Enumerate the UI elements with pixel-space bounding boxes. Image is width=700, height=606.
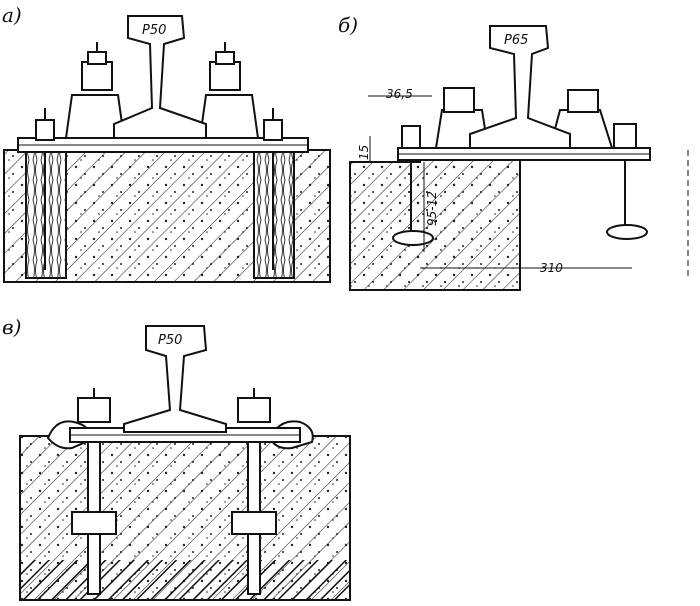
rail-type-label-v: P50 [158, 333, 182, 348]
anchor-nut-right-a [263, 119, 283, 141]
dim-label-310: 310 [540, 261, 563, 275]
clamp-nut-right-v [237, 397, 271, 423]
dim-label-95-12: 95-12 [425, 191, 439, 226]
rail-type-label-a: P50 [142, 23, 166, 38]
panel-a-label: а) [2, 3, 22, 27]
panel-v: в) P50 [2, 315, 351, 601]
anchor-nut-left-a [35, 119, 55, 141]
anchor-nut-left-b [401, 125, 421, 149]
panel-b: б) P65 36,5 15 95-12 310 [338, 13, 689, 291]
rail-b [469, 25, 571, 149]
sleeve-right-v [231, 511, 277, 535]
sleeve-left-v [71, 511, 117, 535]
concrete-base-v [20, 560, 350, 600]
panel-v-label: в) [2, 315, 21, 339]
clamp-nut-left-v [77, 397, 111, 423]
rail-a [113, 15, 207, 139]
anchor-washer-left-b [392, 230, 434, 246]
shoulder-left-a [64, 94, 126, 139]
panel-a: а) P50 [2, 3, 331, 283]
panel-b-label: б) [338, 13, 358, 37]
clamp-nut-left-a [81, 61, 113, 91]
shoulder-right-a [198, 94, 260, 139]
clamp-nut-right-a [209, 61, 241, 91]
clamp-nut-left-b [443, 87, 475, 113]
rail-type-label-b: P65 [504, 33, 528, 48]
rail-v [123, 325, 227, 433]
clamp-nut-right-b [567, 89, 599, 113]
anchor-nut-right-b [613, 123, 637, 149]
dim-label-36-5: 36,5 [386, 87, 413, 101]
anchor-washer-right-b [606, 224, 648, 240]
dim-label-15: 15 [357, 145, 371, 160]
